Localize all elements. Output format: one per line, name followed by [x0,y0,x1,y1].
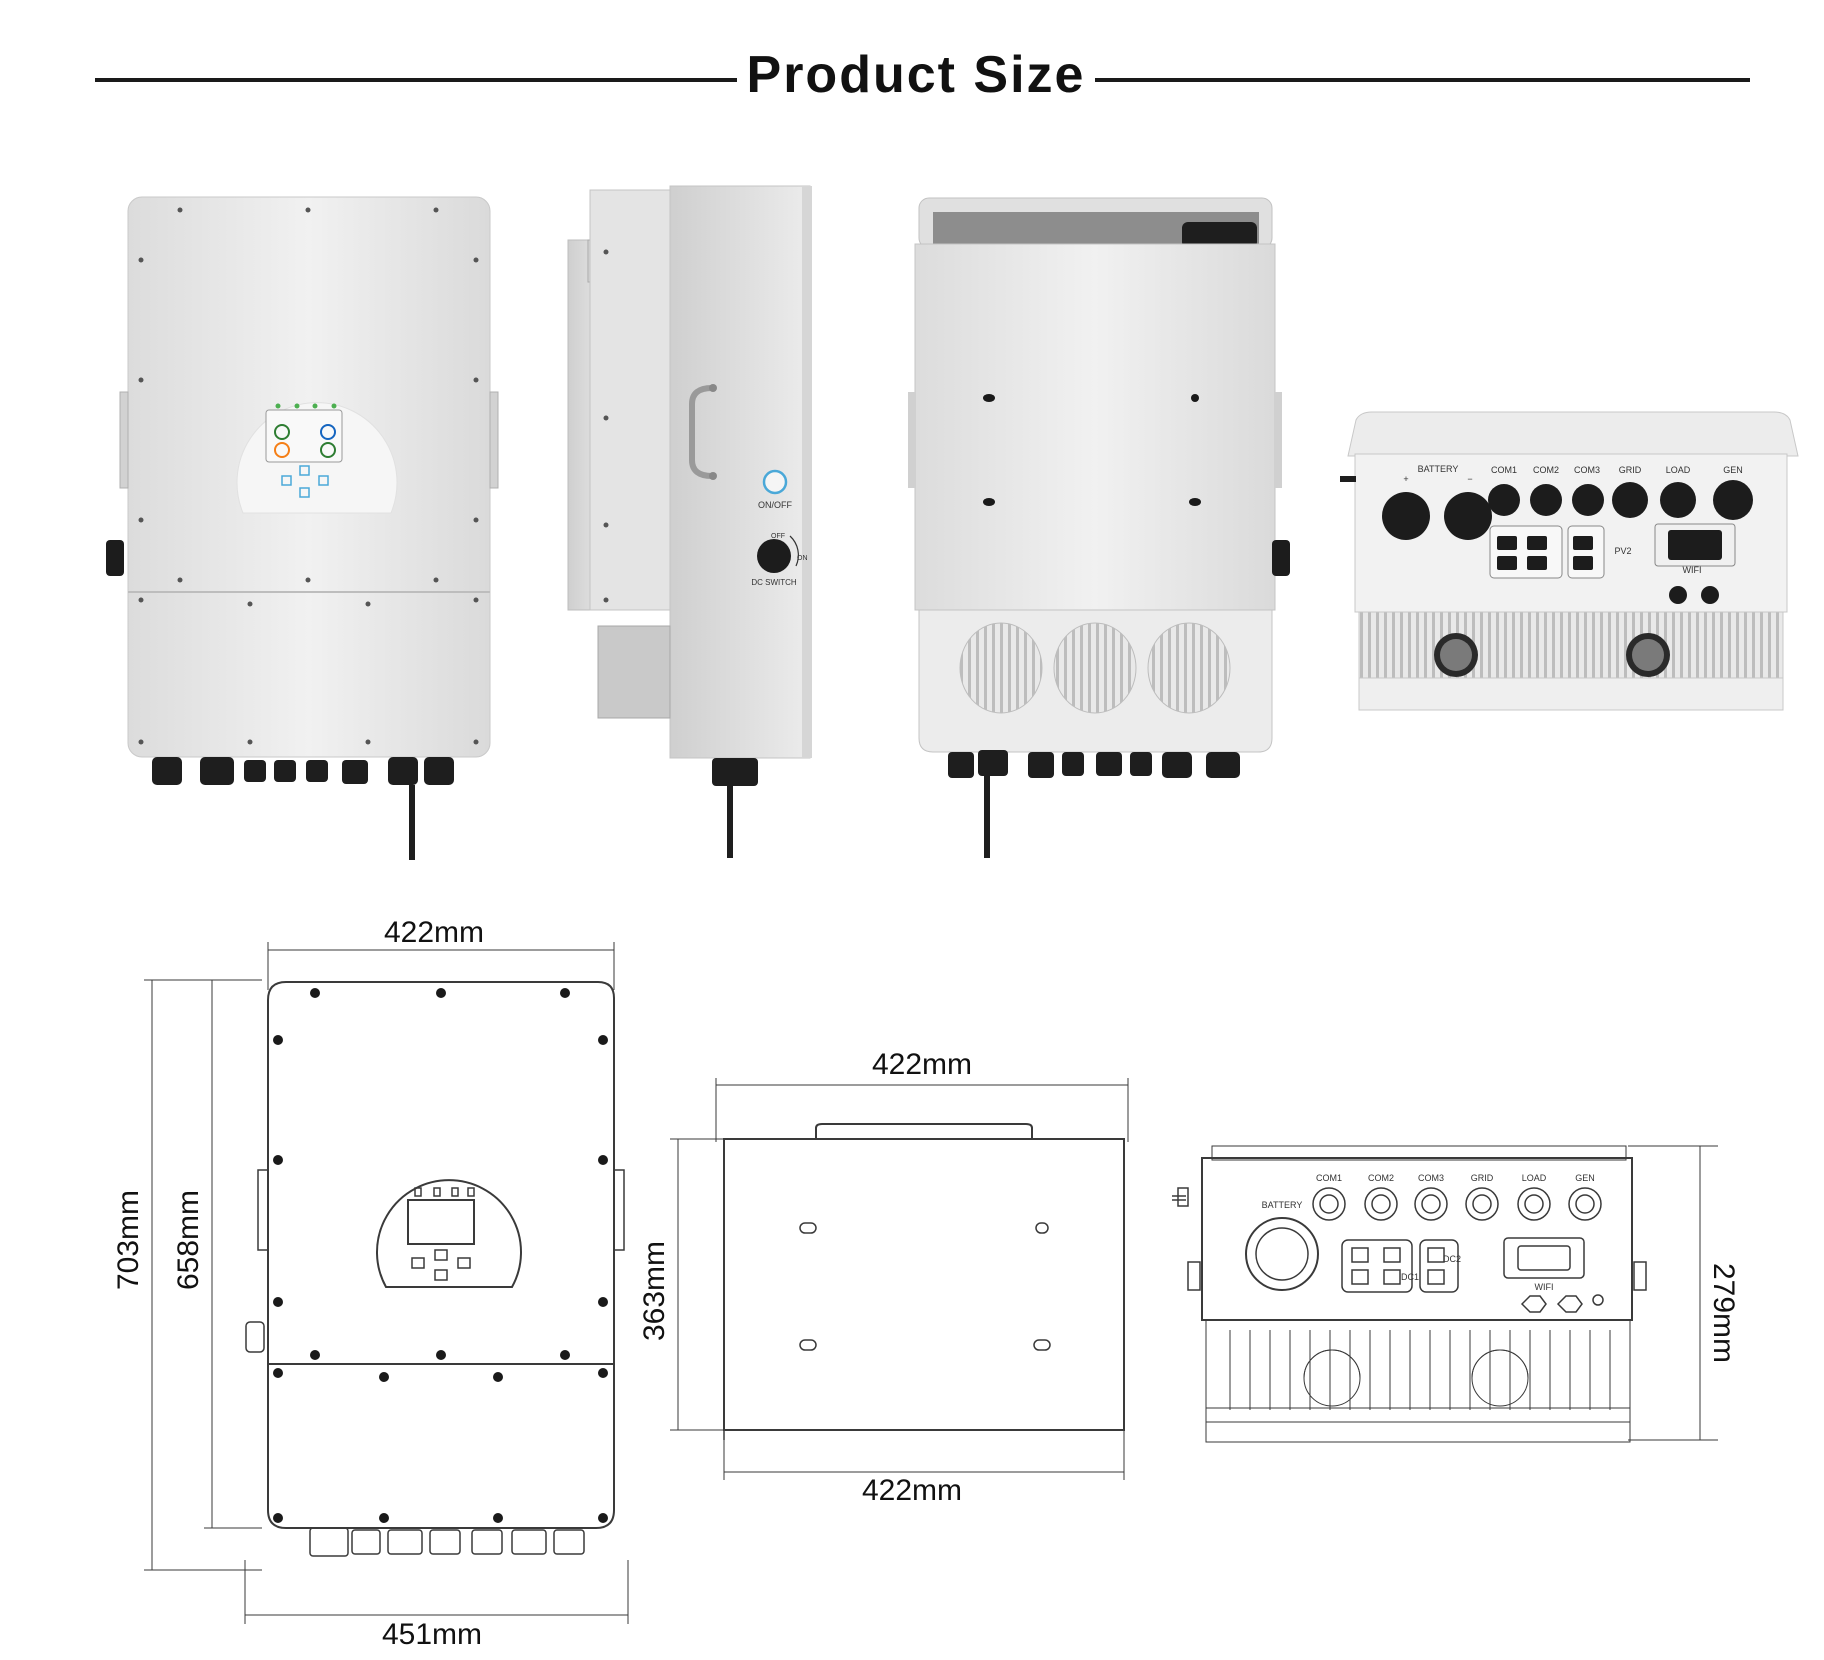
svg-text:ON: ON [797,555,808,562]
svg-text:COM3: COM3 [1418,1173,1444,1183]
front-width-label: 422mm [384,916,485,949]
battery-port-label: BATTERY [1418,464,1459,474]
svg-text:GEN: GEN [1723,465,1743,475]
svg-text:GEN: GEN [1575,1173,1595,1183]
svg-text:DC SWITCH: DC SWITCH [751,578,797,587]
svg-text:COM1: COM1 [1491,465,1517,475]
front-body-height-label: 658mm [172,1189,205,1291]
svg-text:BATTERY: BATTERY [1262,1200,1303,1210]
front-technical-drawing [144,942,629,1624]
bottom-technical-drawing [1172,1145,1718,1443]
svg-text:LOAD: LOAD [1522,1173,1547,1183]
bottom-drawing-port-labels: COM1 COM2 COM3 GRID LOAD GEN BATTERY DC1 DC2 W… [1262,1173,1595,1292]
svg-text:OFF: OFF [771,533,785,540]
dc-switch-icon [757,539,791,573]
header-rule-right [1095,78,1750,82]
svg-text:GRID: GRID [1471,1173,1494,1183]
on-off-label: ON/OFF [758,500,792,510]
header-rule-left [95,78,737,82]
section-header: Product Size [0,40,1824,110]
front-total-width-label: 451mm [382,1618,483,1651]
front-drawing-screws [273,988,608,1523]
svg-text:WIFI: WIFI [1535,1282,1554,1292]
svg-text:PV2: PV2 [1614,546,1631,556]
page-title: Product Size [746,46,1086,104]
svg-text:LOAD: LOAD [1666,465,1691,475]
top-width-upper-label: 422mm [872,1048,973,1081]
cooling-fans [959,622,1231,714]
back-view-photo [908,197,1290,858]
svg-text:COM1: COM1 [1316,1173,1342,1183]
front-view-photo [106,196,499,860]
svg-text:COM3: COM3 [1574,465,1600,475]
front-total-height-label: 703mm [112,1189,145,1291]
svg-text:COM2: COM2 [1533,465,1559,475]
side-view-photo: ON/OFF OFF ON DC SWITCH [567,185,812,858]
svg-text:WIFI: WIFI [1683,565,1702,575]
svg-text:GRID: GRID [1619,465,1642,475]
bottom-height-label: 279mm [1707,1262,1740,1364]
top-technical-drawing [670,1078,1129,1480]
svg-text:+: + [1403,474,1408,484]
svg-text:DC2: DC2 [1443,1254,1461,1264]
dc-switch-knob [106,540,124,576]
svg-text:DC1: DC1 [1401,1272,1419,1282]
top-width-lower-label: 422mm [862,1474,963,1507]
svg-text:−: − [1467,474,1472,484]
power-button-icon [762,469,788,495]
svg-text:COM2: COM2 [1368,1173,1394,1183]
lcd-screen [265,409,343,463]
top-depth-label: 363mm [638,1240,671,1342]
